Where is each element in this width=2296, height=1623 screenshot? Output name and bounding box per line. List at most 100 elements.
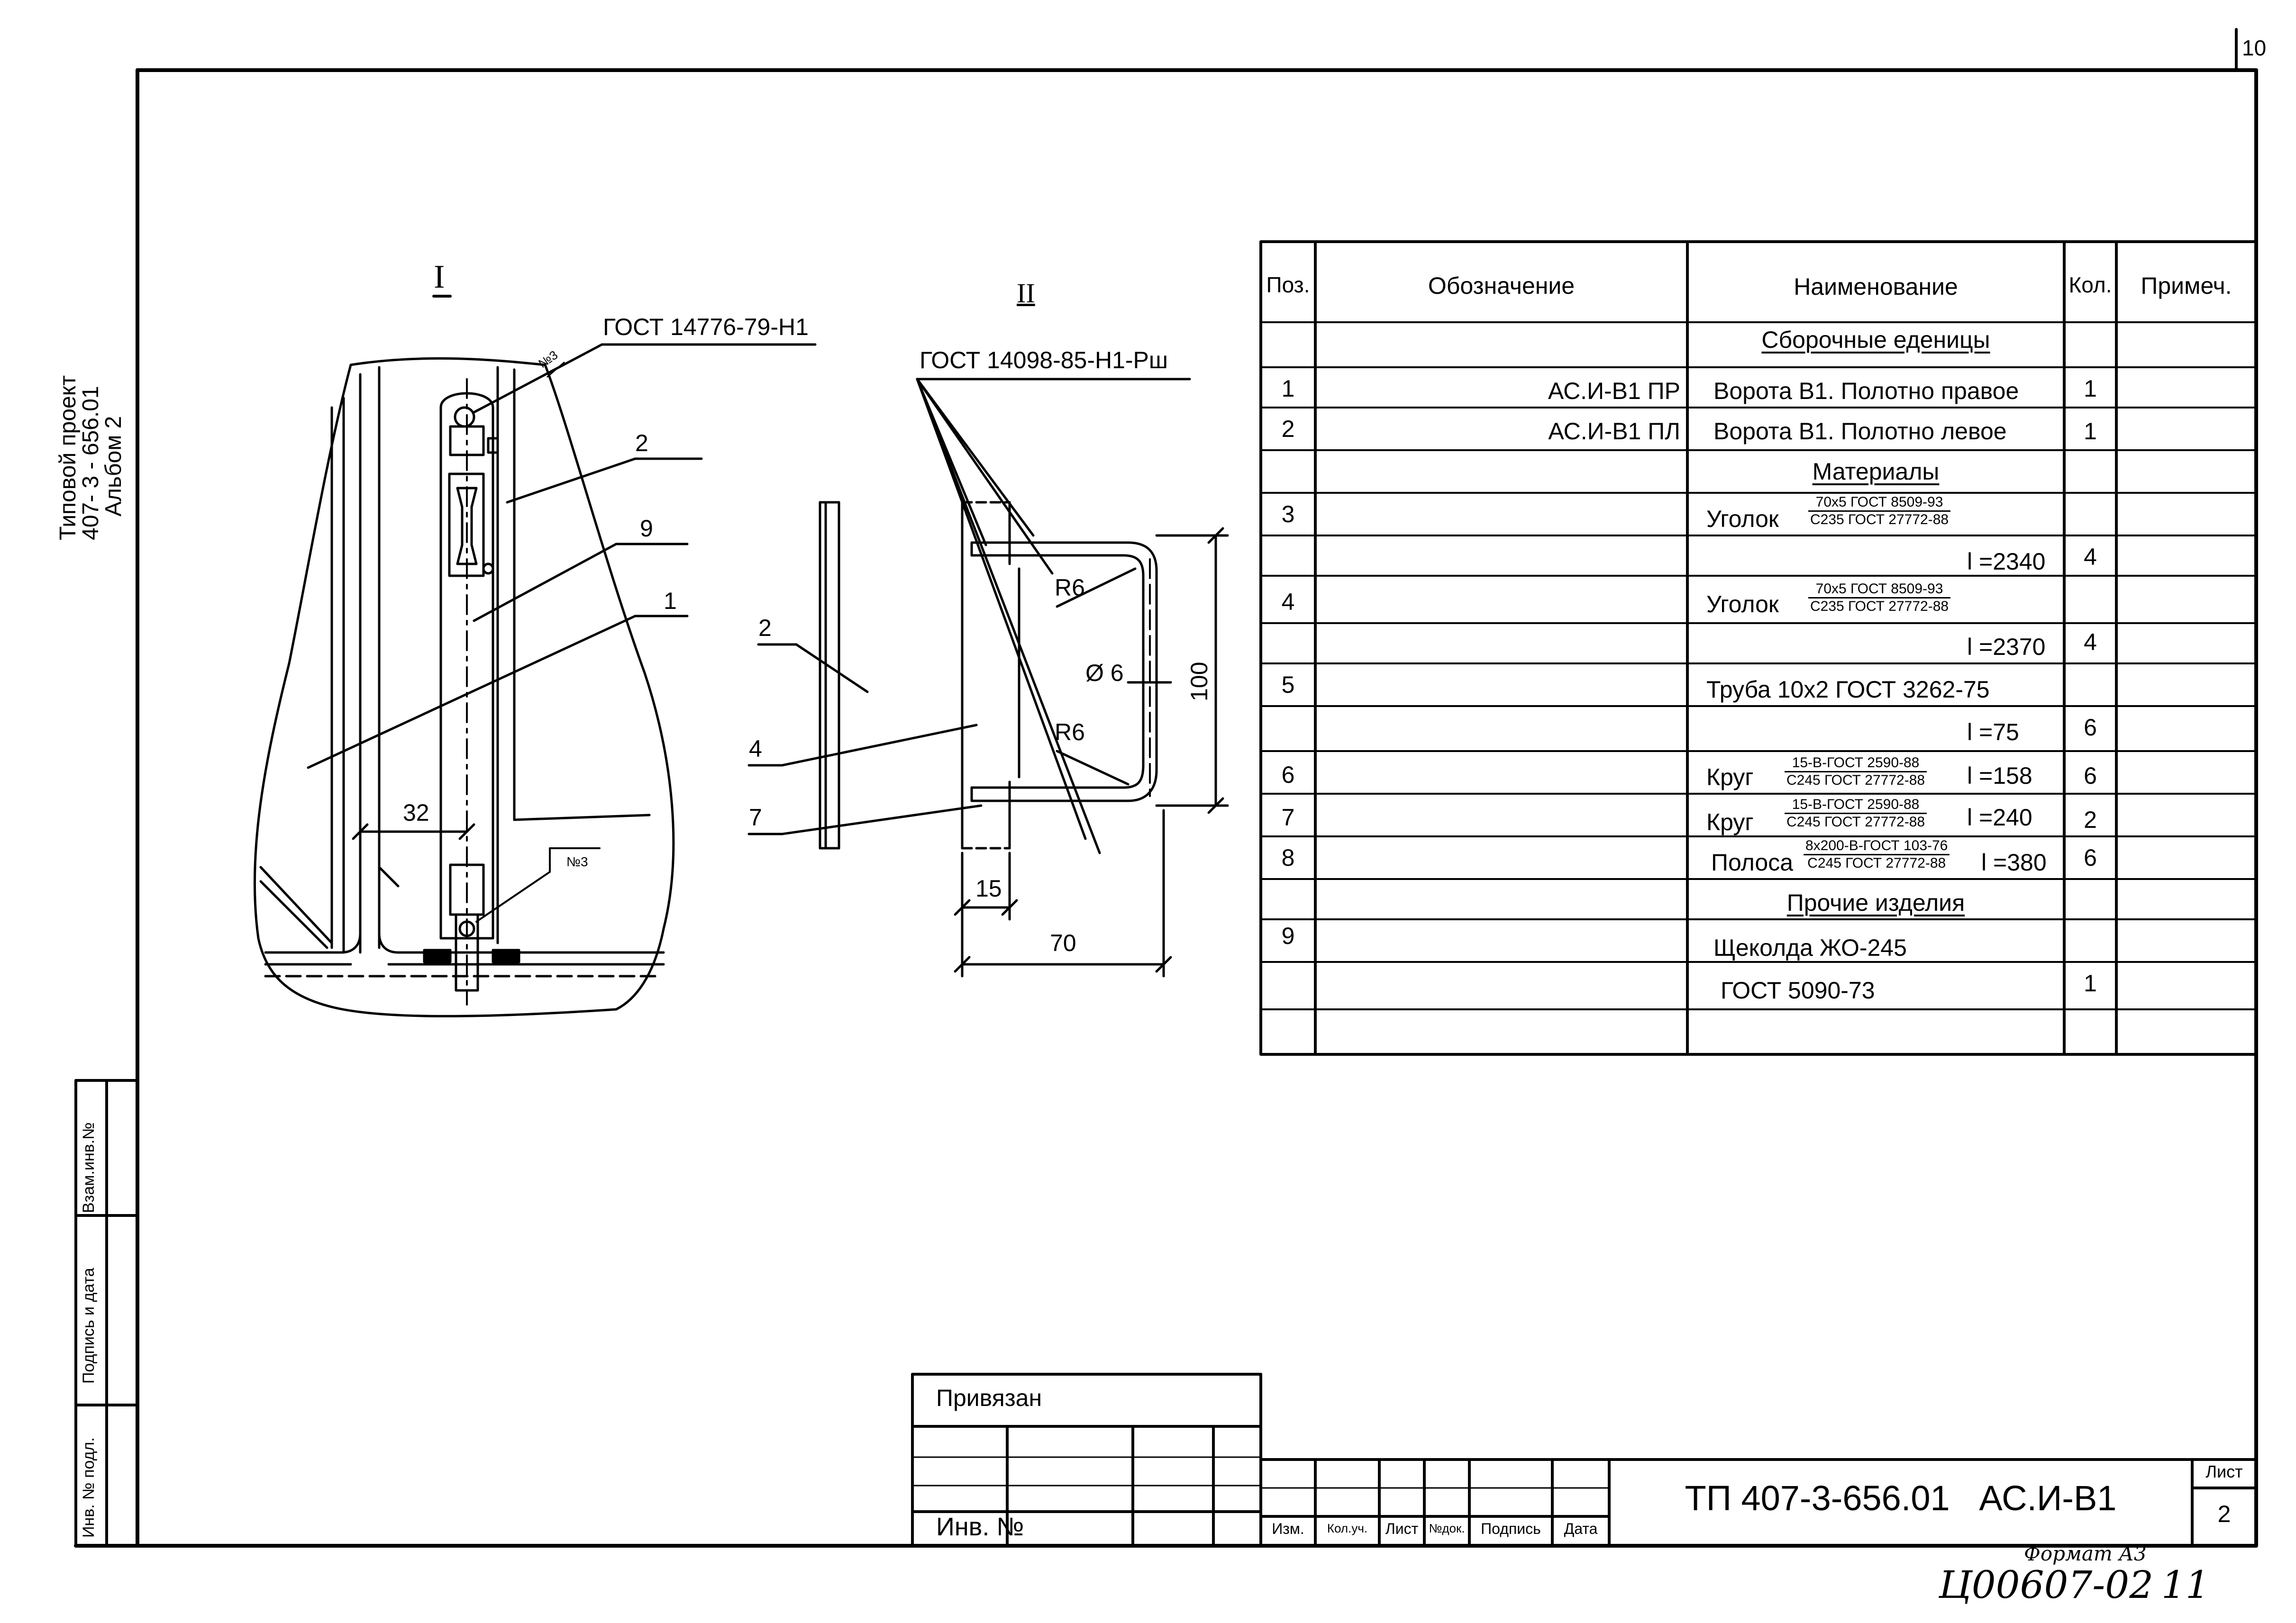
spec-section-assembly-text: Сборочные еденицы xyxy=(1761,326,1990,353)
view-2-label: II xyxy=(1017,278,1035,308)
title-block-thin-lines xyxy=(911,1456,1610,1489)
corner-sheet-number: 10 xyxy=(2242,36,2267,60)
spec-row-1-designation: АС.И-В1 ПР xyxy=(1548,378,1680,404)
spec-row-9-name: Щеколда ЖО-245 xyxy=(1713,934,1907,961)
sheet-label: Лист xyxy=(2205,1462,2243,1481)
spec-row-6-pos: 6 xyxy=(1281,762,1295,788)
view-2-callout-4: 4 xyxy=(749,735,762,762)
spec-row-3-qty: 4 xyxy=(2084,544,2097,570)
spec-row-8-length: l =380 xyxy=(1981,849,2047,876)
spec-row-3-pos: 3 xyxy=(1281,501,1295,527)
spec-row-7-pos: 7 xyxy=(1281,804,1295,831)
binding-cell-signature-date: Подпись и дата xyxy=(80,1268,98,1384)
spec-row-9-standard: ГОСТ 5090-73 xyxy=(1721,977,1875,1004)
spec-header-note: Примеч. xyxy=(2141,272,2232,299)
spec-section-other: Прочие изделия xyxy=(1687,891,2064,915)
view-2-gost: ГОСТ 14098-85-Н1-Рш xyxy=(920,347,1168,373)
spec-row-5-pos: 5 xyxy=(1281,671,1295,698)
spec-row-2-pos: 2 xyxy=(1281,416,1295,442)
spec-row-5-qty: 6 xyxy=(2084,714,2097,741)
spec-row-3-profile-bottom: С235 ГОСТ 27772-88 xyxy=(1810,512,1949,527)
spec-row-8-name: Полоса xyxy=(1711,849,1793,876)
spec-header-pos: Поз. xyxy=(1266,272,1310,297)
title-col-list: Лист xyxy=(1385,1520,1419,1537)
view-2-dim-70: 70 xyxy=(1050,930,1076,956)
spec-header-designation: Обозначение xyxy=(1428,272,1575,299)
spec-row-6-profile-bottom: С245 ГОСТ 27772-88 xyxy=(1786,772,1925,788)
spec-row-4-name: Уголок xyxy=(1706,591,1779,617)
view-2-drawing xyxy=(747,378,1229,978)
project-code: 407- 3 - 656.01 xyxy=(78,386,103,540)
spec-row-4-pos: 4 xyxy=(1281,589,1295,615)
project-type: Типовой проект xyxy=(55,375,81,540)
spec-header-name: Наименование xyxy=(1794,273,1958,300)
title-col-signature: Подпись xyxy=(1481,1520,1541,1537)
spec-table-row-lines xyxy=(1260,321,2257,1010)
spec-row-8-pos: 8 xyxy=(1281,844,1295,871)
spec-row-7-profile-top: 15-В-ГОСТ 2590-88 xyxy=(1785,798,1927,814)
view-1-callout-2: 2 xyxy=(635,430,648,456)
inv-number-label: Инв. № xyxy=(936,1513,1024,1541)
spec-row-4-qty: 4 xyxy=(2084,629,2097,655)
view-1-callout-1: 1 xyxy=(664,588,677,614)
view-2-callout-2: 2 xyxy=(758,615,772,641)
spec-row-5-name: Труба 10х2 ГОСТ 3262-75 xyxy=(1706,676,1990,703)
archive-number: Ц00607-02 xyxy=(1939,1563,2154,1607)
view-2-radius-top: R6 xyxy=(1055,574,1085,601)
privyazan-label: Привязан xyxy=(936,1385,1042,1411)
spec-row-6-name: Круг xyxy=(1706,764,1754,790)
view-2-dim-15: 15 xyxy=(975,875,1002,902)
spec-row-8-profile-bottom: С245 ГОСТ 27772-88 xyxy=(1807,855,1946,871)
spec-header-qty: Кол. xyxy=(2068,272,2112,297)
view-1-dim-32: 32 xyxy=(403,799,429,826)
view-1-label: I xyxy=(434,259,445,295)
view-1-drawing xyxy=(253,343,817,1017)
view-2-diameter: Ø 6 xyxy=(1085,660,1124,686)
binding-cell-inv-orig: Инв. № подл. xyxy=(80,1437,98,1538)
view-1-weld-mark-lower: №3 xyxy=(566,854,588,869)
spec-row-4-length: l =2370 xyxy=(1967,634,2046,660)
spec-row-3-profile-top: 70х5 ГОСТ 8509-93 xyxy=(1808,495,1951,512)
spec-row-7-name: Круг xyxy=(1706,809,1754,835)
binding-strip-frame xyxy=(74,1079,139,1547)
spec-row-2-qty: 1 xyxy=(2084,418,2097,444)
spec-row-7-qty: 2 xyxy=(2084,807,2097,833)
spec-row-3-name: Уголок xyxy=(1706,506,1779,532)
spec-row-4-profile-top: 70х5 ГОСТ 8509-93 xyxy=(1808,582,1951,598)
view-2-callout-7: 7 xyxy=(749,804,762,831)
album-label: Альбом 2 xyxy=(101,416,126,517)
spec-row-7-profile-bottom: С245 ГОСТ 27772-88 xyxy=(1786,814,1925,830)
spec-row-6-length: l =158 xyxy=(1967,762,2032,789)
binding-cell-replaced-inv: Взам.инв.№ xyxy=(80,1122,98,1213)
spec-row-9-pos: 9 xyxy=(1281,923,1295,949)
spec-row-8-qty: 6 xyxy=(2084,844,2097,871)
spec-row-1-name: Ворота В1. Полотно правое xyxy=(1713,378,2019,404)
spec-row-4-profile-bottom: С235 ГОСТ 27772-88 xyxy=(1810,598,1949,614)
sheet-number: 2 xyxy=(2217,1501,2231,1527)
view-2-dim-100: 100 xyxy=(1186,662,1212,701)
title-col-date: Дата xyxy=(1564,1520,1598,1537)
title-col-doc: №док. xyxy=(1429,1521,1465,1535)
view-1-gost: ГОСТ 14776-79-Н1 xyxy=(603,314,809,340)
spec-row-5-length: l =75 xyxy=(1967,719,2019,745)
spec-row-1-pos: 1 xyxy=(1281,375,1295,402)
spec-section-assembly: Сборочные еденицы xyxy=(1687,328,2064,352)
spec-section-materials: Материалы xyxy=(1687,460,2064,483)
spec-row-1-qty: 1 xyxy=(2084,375,2097,402)
spec-row-8-profile-top: 8х200-В-ГОСТ 103-76 xyxy=(1804,839,1950,855)
spec-row-2-name: Ворота В1. Полотно левое xyxy=(1713,418,2007,444)
spec-section-other-text: Прочие изделия xyxy=(1786,889,1965,916)
spec-row-2-designation: АС.И-В1 ПЛ xyxy=(1548,418,1680,444)
spec-row-6-qty: 6 xyxy=(2084,762,2097,789)
spec-row-9-qty: 1 xyxy=(2084,970,2097,997)
title-col-izm: Изм. xyxy=(1272,1520,1304,1537)
view-2-radius-bottom: R6 xyxy=(1055,719,1085,745)
spec-section-materials-text: Материалы xyxy=(1812,458,1940,485)
view-1-callout-9: 9 xyxy=(640,515,653,542)
spec-row-6-profile-top: 15-В-ГОСТ 2590-88 xyxy=(1785,756,1927,772)
